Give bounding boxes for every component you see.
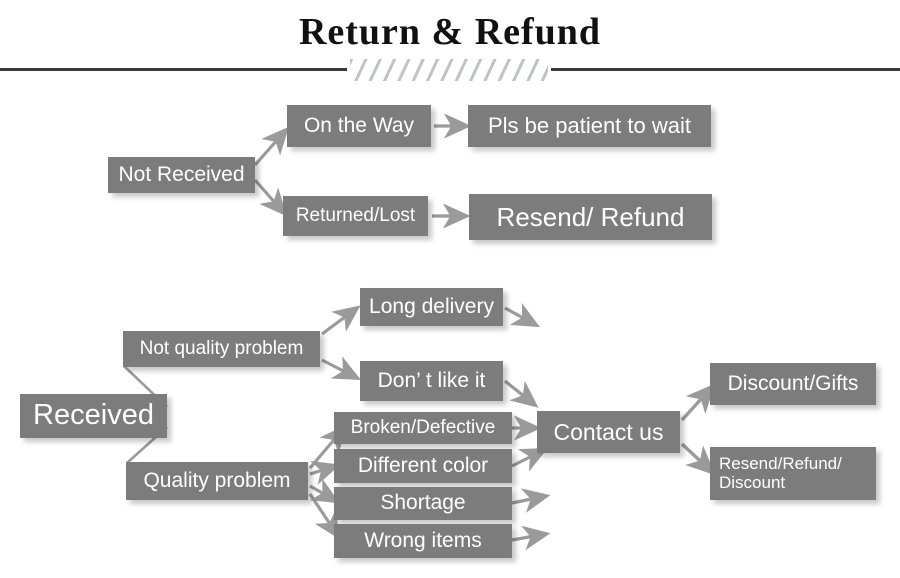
box-resend-refund[interactable]: Resend/ Refund — [469, 194, 712, 240]
box-shortage[interactable]: Shortage — [334, 487, 512, 520]
box-received[interactable]: Received — [20, 394, 167, 438]
box-on-the-way[interactable]: On the Way — [287, 105, 431, 147]
box-not-quality-problem[interactable]: Not quality problem — [123, 331, 320, 367]
box-returned-lost[interactable]: Returned/Lost — [283, 196, 428, 236]
box-different-color[interactable]: Different color — [334, 449, 512, 483]
box-resend-refund-discount[interactable]: Resend/Refund/ Discount — [710, 447, 876, 500]
box-quality-problem[interactable]: Quality problem — [126, 462, 308, 500]
box-pls-be-patient-to-wait[interactable]: Pls be patient to wait — [468, 105, 711, 147]
page-title: Return & Refund — [298, 11, 602, 53]
box-not-received[interactable]: Not Received — [108, 157, 255, 193]
divider-hatch — [350, 59, 548, 81]
divider-line-left — [0, 68, 347, 71]
box-broken-defective[interactable]: Broken/Defective — [334, 412, 512, 444]
box-contact-us[interactable]: Contact us — [537, 411, 680, 453]
box-discount-gifts[interactable]: Discount/Gifts — [710, 363, 876, 405]
box-long-delivery[interactable]: Long delivery — [360, 288, 503, 326]
box-dont-like-it[interactable]: Don’ t like it — [360, 361, 503, 401]
divider-line-right — [551, 68, 900, 71]
box-wrong-items[interactable]: Wrong items — [334, 524, 512, 558]
